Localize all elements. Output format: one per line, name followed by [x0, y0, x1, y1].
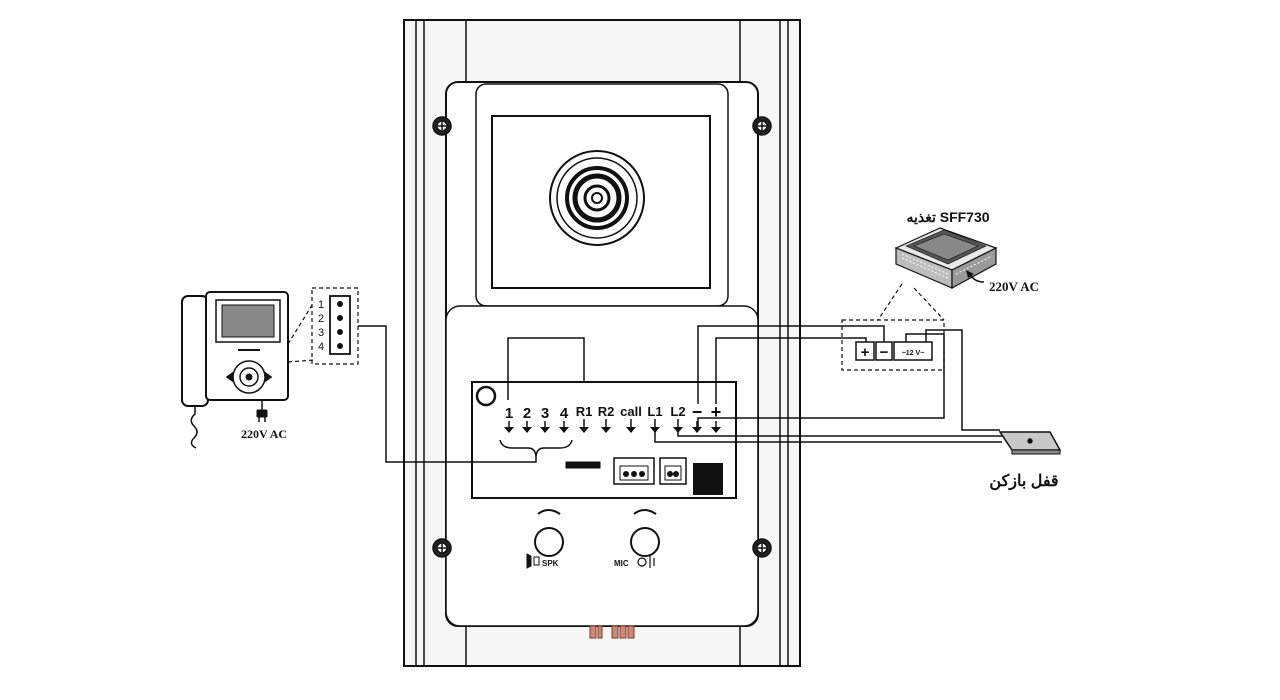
terminal-label: +	[711, 402, 722, 422]
speaker-icon	[526, 553, 532, 569]
lock-label: قفل بازکن	[989, 473, 1058, 491]
terminal-label: R2	[598, 404, 615, 419]
monitor-power-label: 220V AC	[241, 427, 287, 441]
electric-lock	[998, 431, 1062, 455]
terminal-2: 2	[522, 405, 532, 433]
terminal-r2: R2	[598, 404, 615, 433]
terminal-label: R1	[576, 404, 593, 419]
pin-label-2: 2	[318, 313, 324, 325]
screw-icon	[432, 538, 452, 558]
terminal-label: L2	[670, 404, 685, 419]
supply-minus-label: −	[880, 344, 889, 361]
monitor-wire	[358, 325, 537, 463]
terminal-label: L1	[647, 404, 662, 419]
terminal-label: 4	[560, 405, 569, 422]
terminal-4: 4	[559, 405, 569, 433]
power-supply-title: تغذیه SFF730	[906, 209, 989, 225]
speaker: SPK	[526, 509, 564, 569]
terminal-r1: R1	[576, 404, 593, 433]
terminal-label: 1	[505, 405, 513, 422]
screw-icon	[752, 116, 772, 136]
pin-label-1: 1	[318, 299, 324, 311]
terminal-plus: +	[711, 402, 722, 433]
pin-label-4: 4	[318, 341, 324, 353]
lock-wires	[654, 432, 1002, 443]
door-panel	[403, 19, 801, 667]
indoor-monitor	[181, 291, 289, 449]
terminal-board	[471, 337, 737, 499]
supply-wires	[697, 325, 1000, 431]
pin-label-3: 3	[318, 327, 324, 339]
screw-icon	[432, 116, 452, 136]
terminal-label: 3	[541, 405, 549, 422]
terminal-row: 1 2 3 4 R1 R2 call L1	[504, 402, 721, 433]
microphone: MIC	[614, 509, 660, 568]
mic-icon	[637, 557, 647, 567]
bottom-connector	[589, 625, 635, 639]
power-supply-terminals	[841, 283, 945, 371]
terminal-l1: L1	[647, 404, 663, 433]
terminal-3: 3	[540, 405, 550, 433]
terminal-1: 1	[504, 405, 514, 433]
terminal-label: call	[620, 404, 642, 419]
terminal-label: 2	[523, 405, 531, 422]
power-plug-icon	[256, 400, 268, 422]
monitor-connector	[287, 287, 359, 365]
supply-output-label: ~12 V~	[902, 350, 925, 357]
terminal-label: −	[692, 402, 703, 422]
terminal-minus: −	[692, 402, 703, 433]
mic-label: MIC	[614, 559, 629, 568]
power-supply-ac-label: 220V AC	[989, 279, 1039, 294]
camera-lens	[549, 150, 645, 246]
terminal-l2: L2	[670, 404, 686, 433]
supply-plus-label: +	[861, 344, 870, 361]
screw-icon	[752, 538, 772, 558]
terminal-call: call	[620, 404, 642, 433]
spk-label: SPK	[542, 559, 559, 568]
power-supply-unit	[894, 227, 998, 290]
